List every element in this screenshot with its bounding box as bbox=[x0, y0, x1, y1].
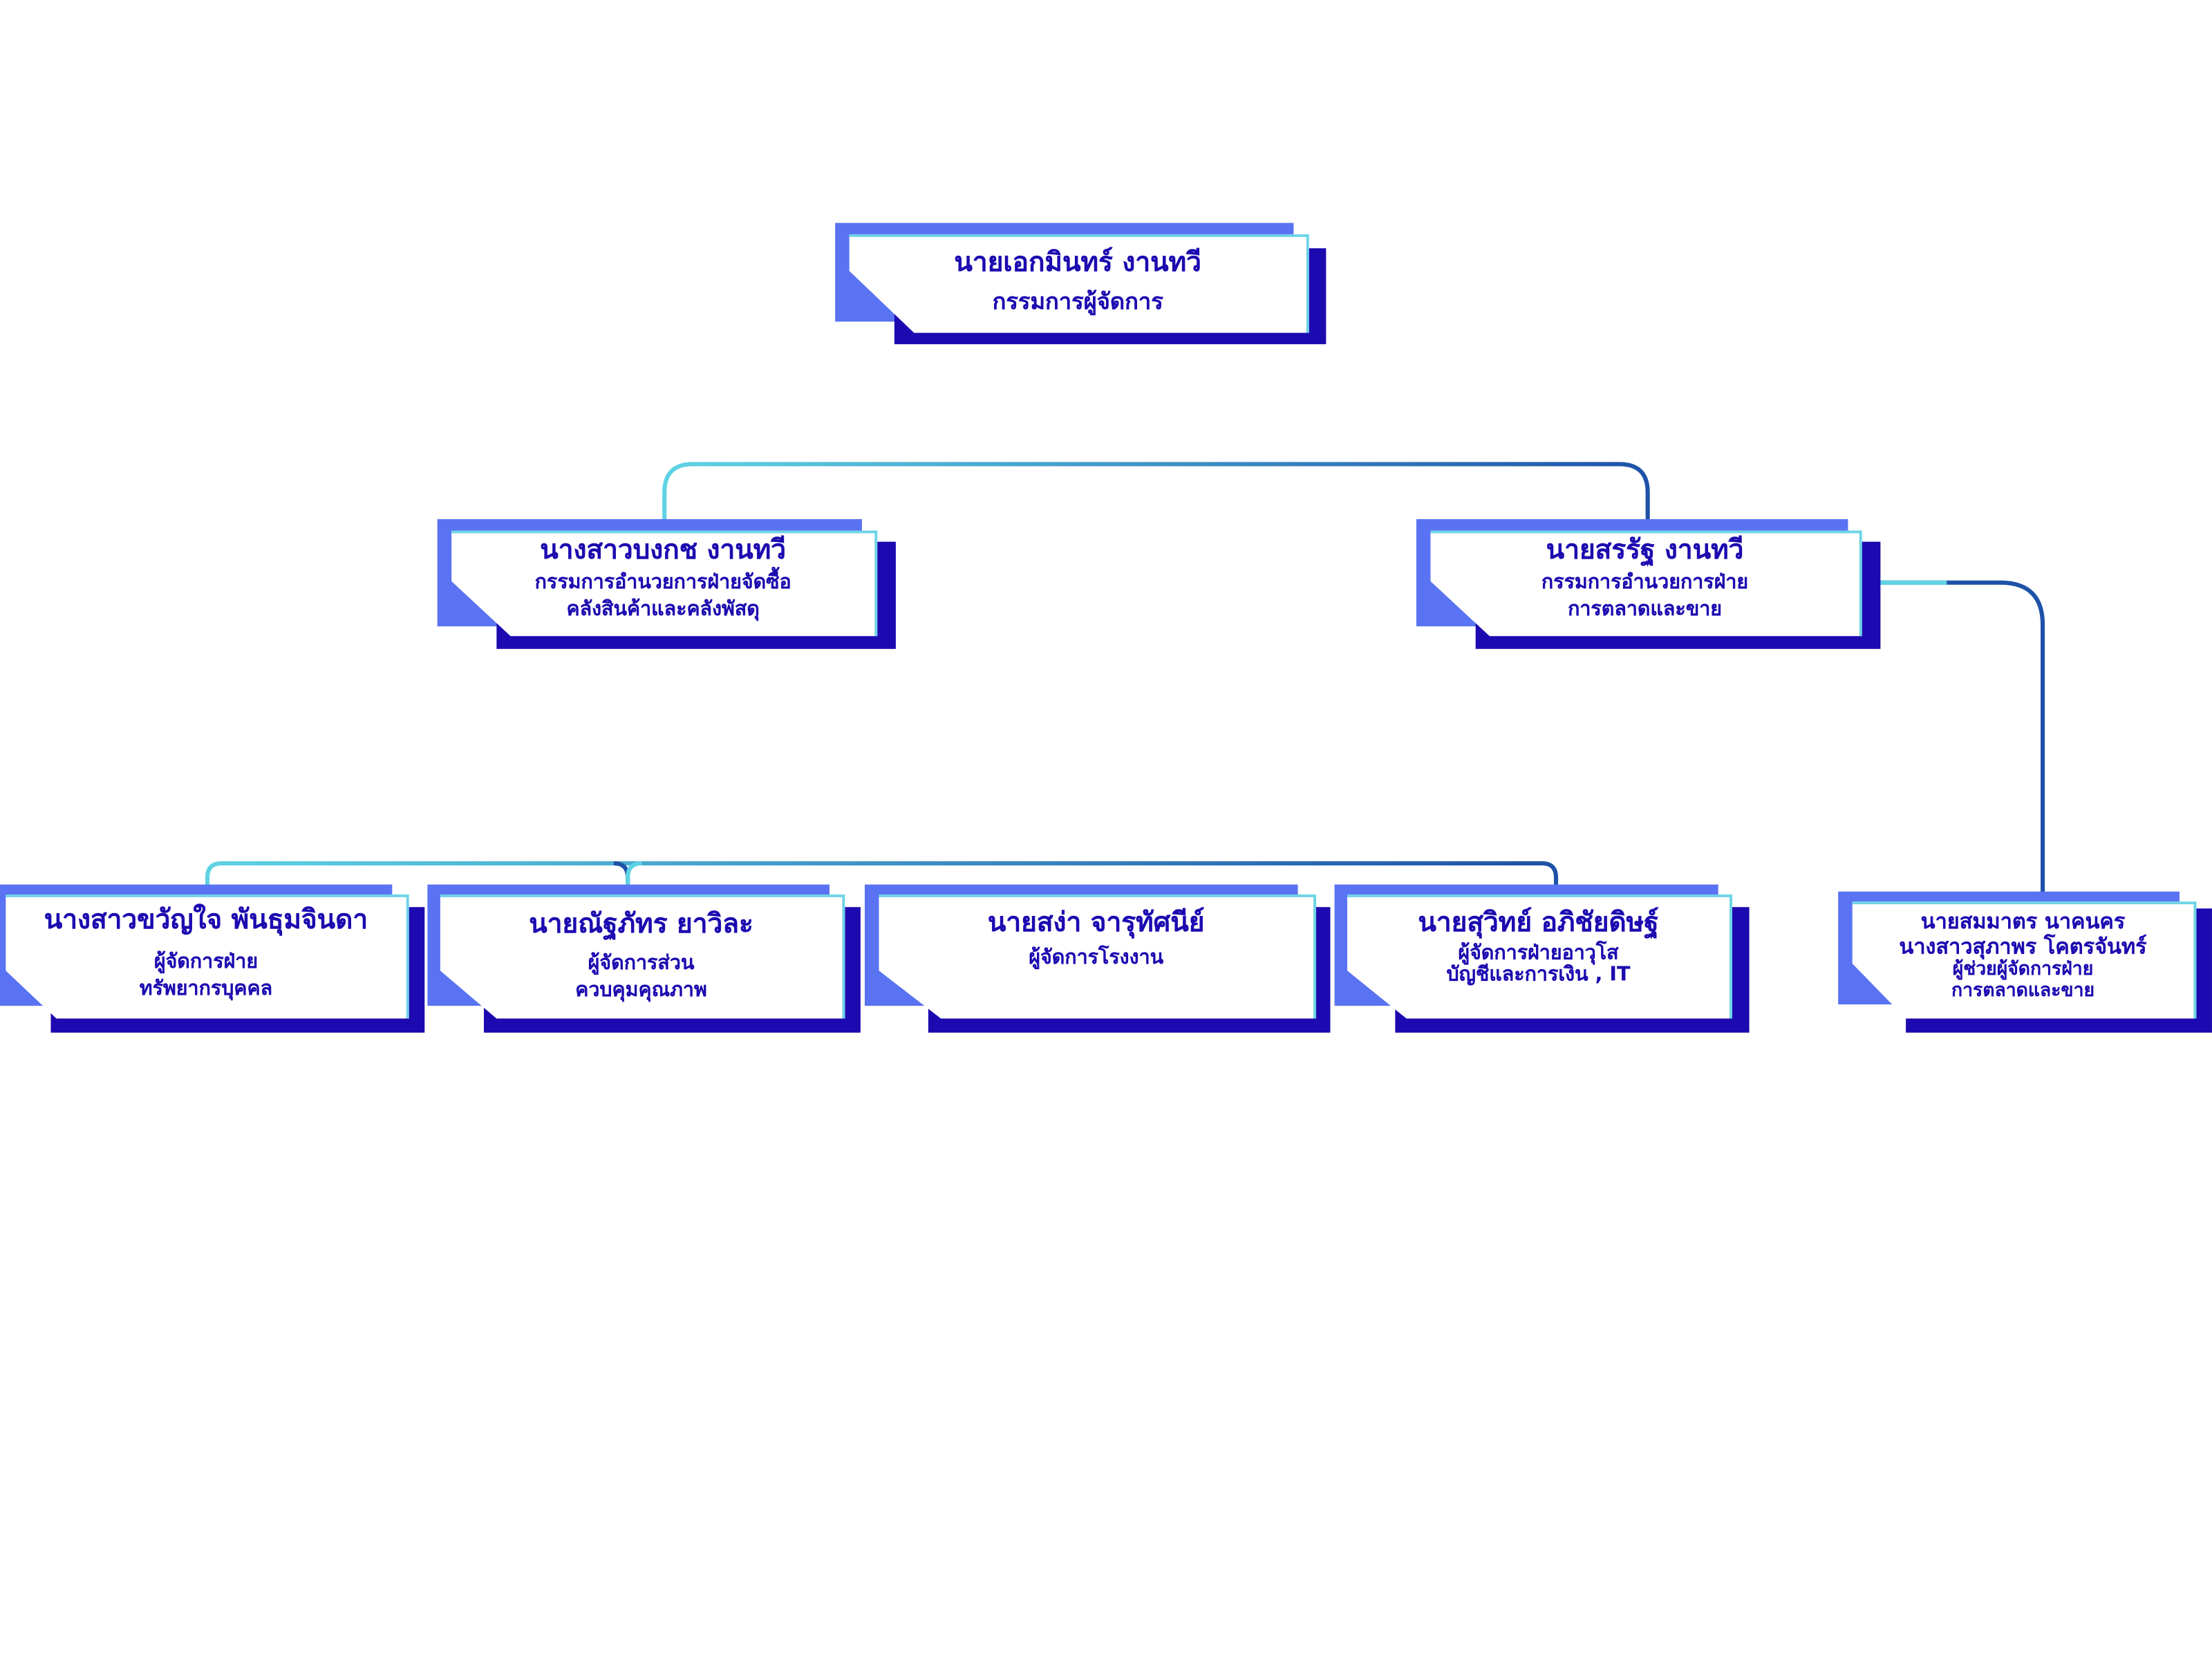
person-role-line-2: บัญชีและการเงิน , IT bbox=[1446, 963, 1631, 986]
person-role-line-2: ควบคุมคุณภาพ bbox=[575, 979, 707, 1002]
box-face: นายสมมาตร นาคนคร นางสาวสุภาพร โคตรจันทร์… bbox=[1852, 901, 2197, 1019]
box-face: นางสาวบงกช งานทวี กรรมการอำนวยการฝ่ายจัด… bbox=[451, 530, 878, 637]
person-name: นายณัฐภัทร ยาวิละ bbox=[529, 908, 753, 940]
person-role-line-1: กรรมการอำนวยการฝ่าย bbox=[1541, 571, 1749, 594]
person-role-line-2: การตลาดและขาย bbox=[1951, 980, 2095, 1002]
person-name: นายสง่า จารุทัศนีย์ bbox=[987, 907, 1205, 939]
box-face: นายสุวิทย์ อภิชัยดิษฐ์ ผู้จัดการฝ่ายอาวุ… bbox=[1347, 894, 1733, 1019]
person-role-line-1: ผู้จัดการฝ่าย bbox=[153, 950, 259, 974]
connector-level3-bus bbox=[205, 861, 1559, 894]
box-face: นายเอกมินทร์ งานทวี กรรมการผู้จัดการ bbox=[849, 234, 1309, 333]
person-name-2: นางสาวสุภาพร โคตรจันทร์ bbox=[1899, 934, 2147, 959]
box-face: นายสรรัฐ งานทวี กรรมการอำนวยการฝ่าย การต… bbox=[1430, 530, 1862, 637]
box-face: นายสง่า จารุทัศนีย์ ผู้จัดการโรงงาน bbox=[879, 894, 1317, 1019]
box-face: นายณัฐภัทร ยาวิละ ผู้จัดการส่วน ควบคุมคุ… bbox=[440, 894, 845, 1019]
person-name: นายสุวิทย์ อภิชัยดิษฐ์ bbox=[1418, 907, 1659, 939]
person-role-line-1: ผู้จัดการส่วน bbox=[588, 952, 695, 975]
person-role-line-1: กรรมการอำนวยการฝ่ายจัดซื้อ bbox=[534, 571, 791, 594]
person-role-line-2: คลังสินค้าและคลังพัสดุ bbox=[566, 598, 760, 621]
connector-sales-to-assistant bbox=[1862, 580, 2045, 903]
person-name-1: นายสมมาตร นาคนคร bbox=[1920, 908, 2126, 935]
box-face: นางสาวขวัญใจ พันธุมจินดา ผู้จัดการฝ่าย ท… bbox=[6, 894, 409, 1019]
person-name: นายเอกมินทร์ งานทวี bbox=[954, 247, 1201, 279]
connector-level2-bus bbox=[662, 462, 1650, 531]
person-role-line-1: ผู้จัดการโรงงาน bbox=[1029, 946, 1164, 970]
person-role-line-1: ผู้ช่วยผู้จัดการฝ่าย bbox=[1952, 959, 2094, 981]
person-name: นายสรรัฐ งานทวี bbox=[1546, 534, 1744, 566]
person-name: นางสาวขวัญใจ พันธุมจินดา bbox=[44, 904, 368, 936]
person-role-line-1: ผู้จัดการฝ่ายอาวุโส bbox=[1458, 942, 1619, 965]
person-name: นางสาวบงกช งานทวี bbox=[540, 534, 787, 566]
person-role-line-2: การตลาดและขาย bbox=[1568, 598, 1723, 621]
connector-qc-branch-2 bbox=[626, 861, 642, 894]
person-role: กรรมการผู้จัดการ bbox=[992, 288, 1163, 315]
person-role-line-2: ทรัพยากรบุคคล bbox=[139, 977, 273, 1000]
